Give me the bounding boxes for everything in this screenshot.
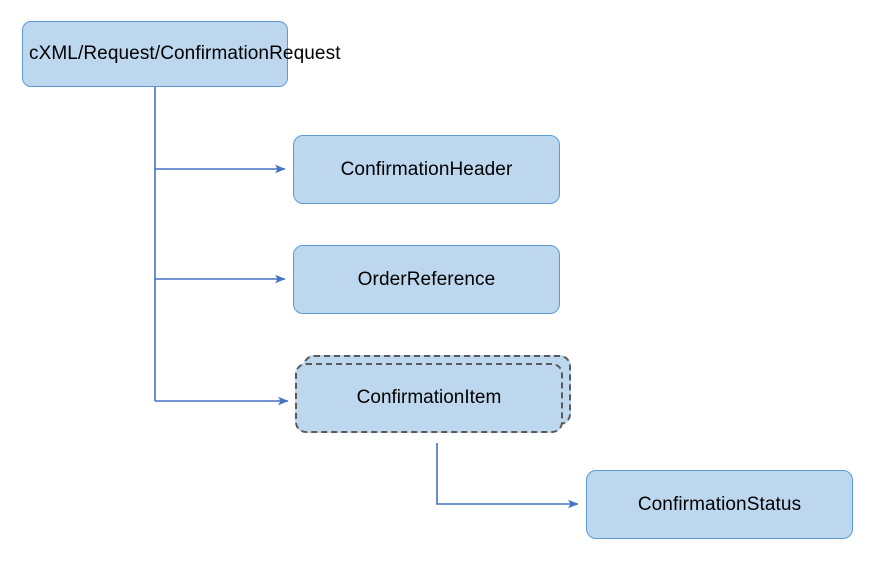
node-label: OrderReference — [357, 268, 496, 290]
node-confirmationstatus[interactable]: ConfirmationStatus — [586, 470, 853, 539]
repeating-stack-front-card[interactable]: ConfirmationItem — [295, 363, 563, 433]
node-label: ConfirmationItem — [356, 387, 502, 409]
node-confirmationitem-repeating[interactable]: ConfirmationItem — [295, 355, 575, 443]
node-confirmationrequest-root[interactable]: cXML/Request/ConfirmationRequest — [22, 21, 341, 87]
edge-confirmationitem-confirmationstatus — [436, 443, 579, 509]
node-orderreference[interactable]: OrderReference — [293, 245, 560, 314]
node-label: ConfirmationStatus — [637, 493, 802, 515]
node-label: ConfirmationHeader — [340, 158, 513, 180]
node-label: cXML/Request/ConfirmationRequest — [29, 43, 341, 65]
node-confirmationheader[interactable]: ConfirmationHeader — [293, 135, 560, 204]
